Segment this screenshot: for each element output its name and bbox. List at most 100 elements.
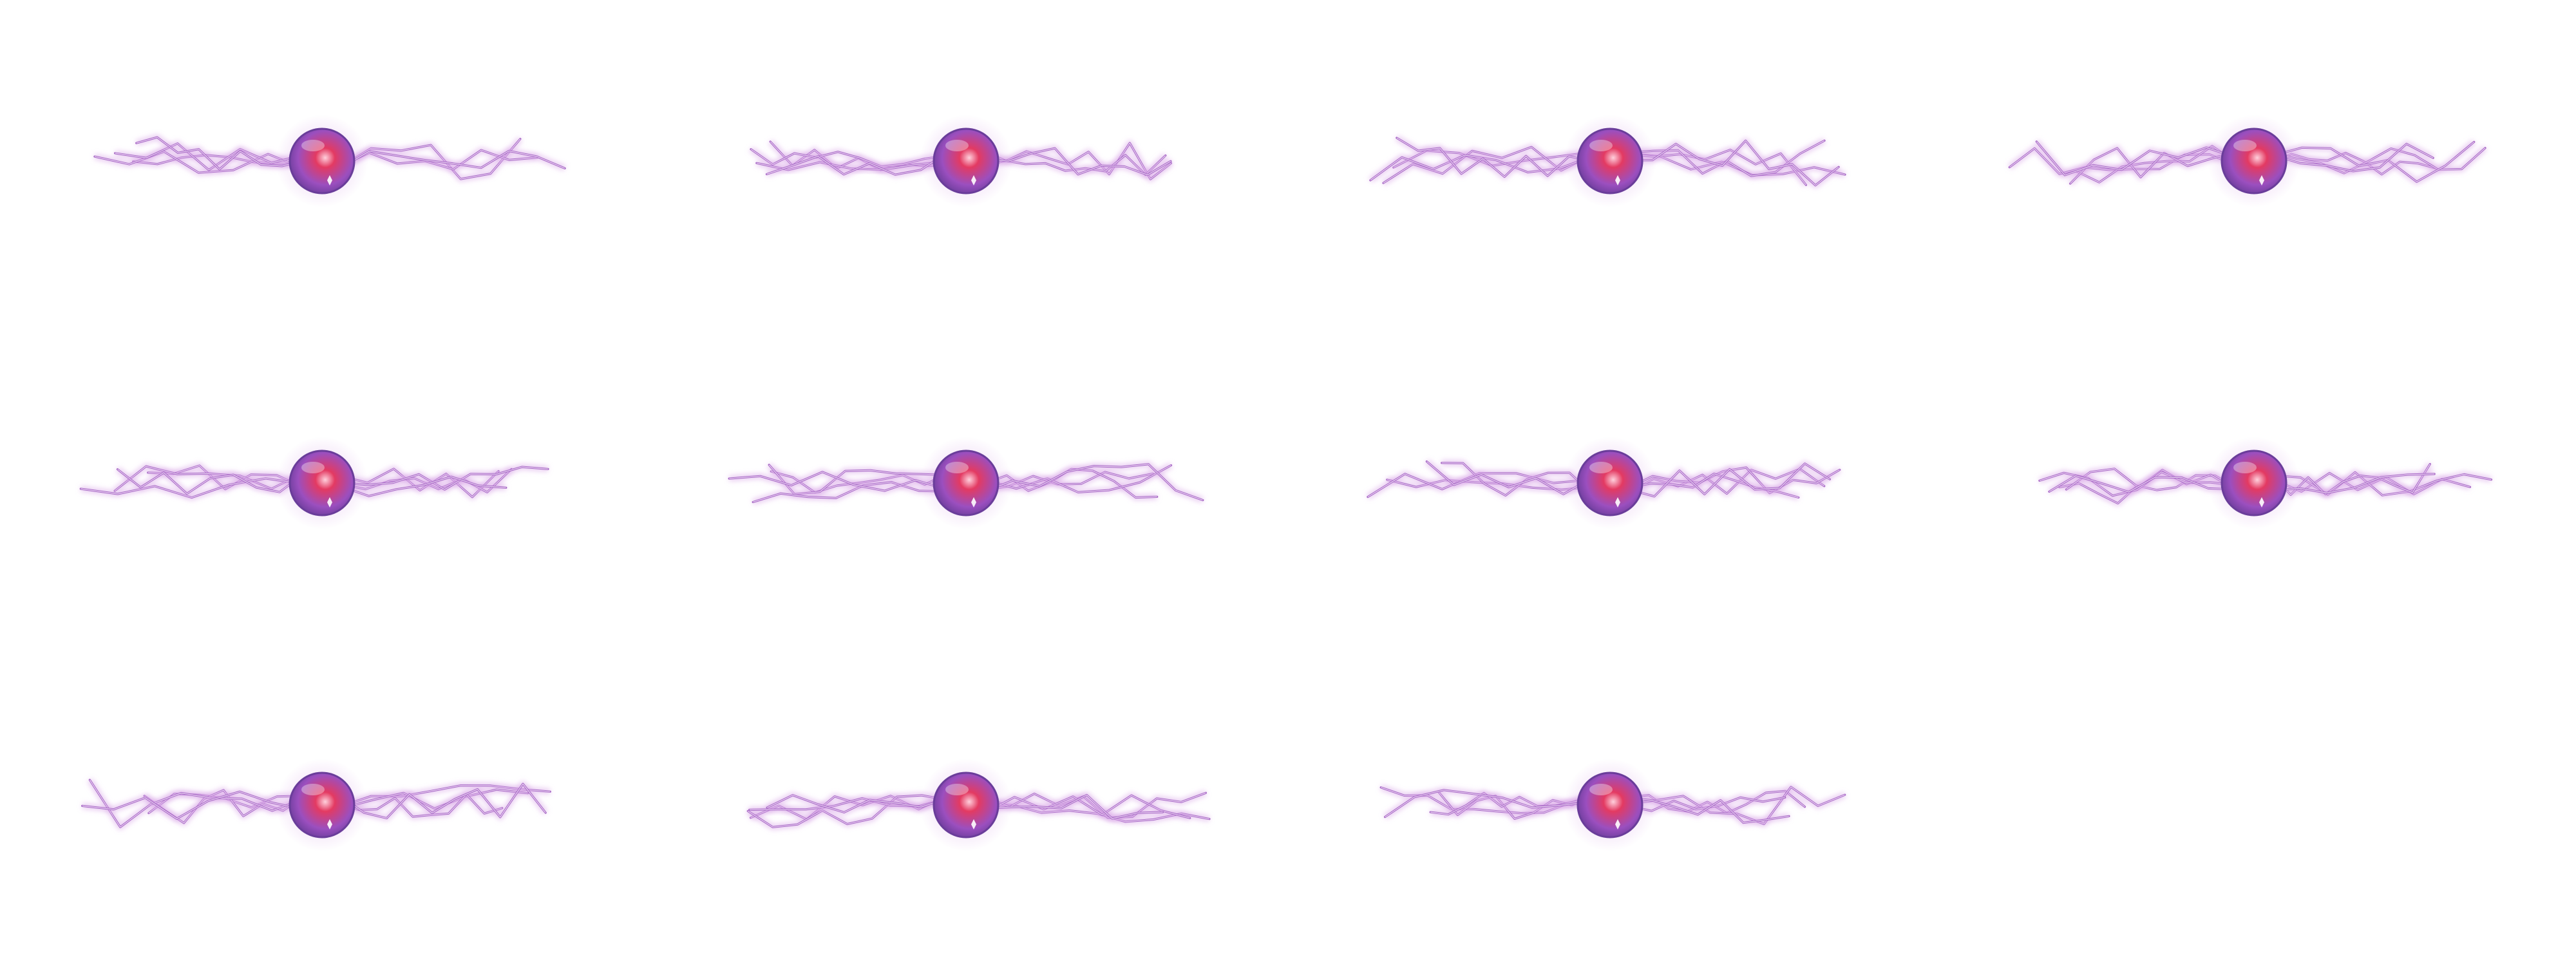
lightning-orb-sprite xyxy=(2038,437,2493,529)
sprite-frame xyxy=(1932,0,2576,322)
lightning-bolt-highlight xyxy=(117,469,303,495)
lightning-bolt-highlight xyxy=(747,795,947,828)
lightning-bolt-highlight xyxy=(80,478,303,498)
orb-sparkle xyxy=(1615,819,1620,829)
orb-shine xyxy=(945,140,969,151)
lightning-bolts xyxy=(79,462,549,501)
orb-shine xyxy=(301,784,325,795)
lightning-bolt-highlight xyxy=(2273,141,2475,182)
sprite-frame xyxy=(0,0,644,322)
lightning-orb-sprite xyxy=(1366,437,1841,529)
lightning-bolt-highlight xyxy=(341,785,551,807)
lightning-bolt-highlight xyxy=(2273,473,2435,493)
lightning-bolt-highlight xyxy=(1629,467,1840,494)
sprite-frame xyxy=(0,322,644,644)
energy-orb xyxy=(933,128,999,194)
orb-sparkle xyxy=(1615,497,1620,507)
orb-shine xyxy=(945,784,969,795)
lightning-bolt-highlight xyxy=(729,471,947,491)
lightning-orb-sprite xyxy=(1379,759,1846,851)
orb-shine xyxy=(2233,462,2257,473)
lightning-bolt-highlight xyxy=(1385,790,1591,818)
energy-orb xyxy=(1577,772,1643,838)
orb-shine xyxy=(301,140,325,151)
lightning-bolt-highlight xyxy=(94,151,303,173)
lightning-bolt-highlight xyxy=(341,466,549,490)
lightning-bolt-highlight xyxy=(985,471,1153,491)
lightning-bolt-highlight xyxy=(766,795,947,813)
lightning-bolt-highlight xyxy=(2070,147,2235,184)
lightning-orb-sprite xyxy=(79,437,549,529)
energy-orb xyxy=(1577,450,1643,516)
lightning-bolt-highlight xyxy=(136,137,303,170)
lightning-bolt-highlight xyxy=(985,147,1171,176)
energy-orb xyxy=(2221,128,2287,194)
lightning-orb-sprite xyxy=(2007,115,2487,207)
lightning-bolts xyxy=(1366,459,1841,500)
sprite-frame xyxy=(1288,0,1932,322)
orb-sparkle xyxy=(971,819,976,829)
lightning-bolt-highlight xyxy=(2049,475,2235,493)
lightning-bolt-highlight xyxy=(985,464,1171,493)
energy-orb xyxy=(289,772,355,838)
lightning-bolt-highlight xyxy=(89,779,303,828)
lightning-orb-sprite xyxy=(728,437,1204,529)
energy-orb xyxy=(933,450,999,516)
lightning-bolt-highlight xyxy=(766,152,947,175)
lightning-orb-sprite xyxy=(746,759,1211,851)
lightning-orb-sprite xyxy=(1368,115,1846,207)
orb-sparkle xyxy=(971,175,976,185)
lightning-bolt-highlight xyxy=(753,482,947,503)
orb-shine xyxy=(1589,140,1613,151)
lightning-bolts xyxy=(746,790,1211,830)
lightning-bolt-highlight xyxy=(1396,137,1591,178)
sprite-frame xyxy=(644,322,1288,644)
orb-sparkle xyxy=(327,497,332,507)
lightning-bolts xyxy=(1368,135,1846,189)
orb-shine xyxy=(1589,462,1613,473)
lightning-bolt-highlight xyxy=(985,795,1190,819)
sprite-frame xyxy=(644,0,1288,322)
lightning-bolt-highlight xyxy=(341,150,565,169)
lightning-bolts xyxy=(749,139,1173,182)
orb-shine xyxy=(301,462,325,473)
sprite-frame xyxy=(644,644,1288,966)
orb-sparkle xyxy=(327,175,332,185)
lightning-bolts xyxy=(2038,462,2493,507)
sprite-frame xyxy=(1288,322,1932,644)
lightning-bolt-highlight xyxy=(985,464,1204,501)
lightning-bolt-highlight xyxy=(341,476,506,497)
lightning-bolt-highlight xyxy=(2273,147,2486,174)
energy-orb xyxy=(289,128,355,194)
orb-shine xyxy=(945,462,969,473)
lightning-bolts xyxy=(93,134,566,182)
orb-sparkle xyxy=(971,497,976,507)
energy-orb xyxy=(289,450,355,516)
lightning-bolt-highlight xyxy=(1426,461,1591,495)
lightning-orb-sprite xyxy=(81,759,551,851)
energy-orb xyxy=(1577,128,1643,194)
orb-sparkle xyxy=(327,819,332,829)
lightning-bolt-highlight xyxy=(341,783,546,819)
energy-orb xyxy=(933,772,999,838)
lightning-bolt-highlight xyxy=(1629,463,1830,497)
orb-shine xyxy=(2233,140,2257,151)
lightning-bolts xyxy=(728,461,1204,505)
lightning-bolt-highlight xyxy=(1629,140,1839,186)
orb-sparkle xyxy=(2259,175,2264,185)
lightning-bolt-highlight xyxy=(82,791,303,819)
sprite-frame xyxy=(1288,644,1932,966)
orb-sparkle xyxy=(2259,497,2264,507)
sprite-frame xyxy=(1932,322,2576,644)
lightning-bolt-highlight xyxy=(341,138,521,180)
lightning-bolt-highlight xyxy=(2273,471,2492,496)
lightning-bolt-highlight xyxy=(750,149,947,167)
lightning-bolt-highlight xyxy=(985,794,1163,819)
orb-sparkle xyxy=(1615,175,1620,185)
sprite-frame xyxy=(0,644,644,966)
lightning-bolt-highlight xyxy=(2036,141,2235,176)
energy-orb xyxy=(2221,450,2287,516)
lightning-orb-sprite xyxy=(749,115,1173,207)
lightning-bolt-highlight xyxy=(341,794,502,817)
